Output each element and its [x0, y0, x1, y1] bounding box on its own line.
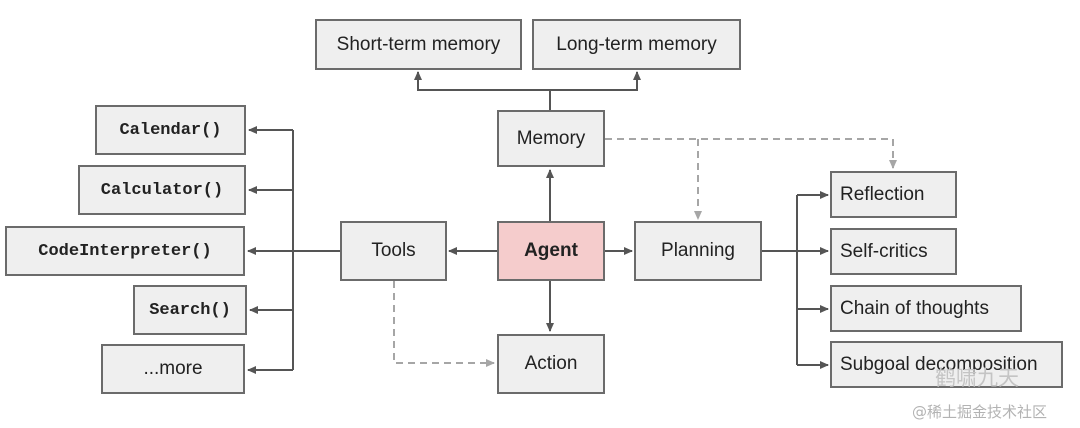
- node-long-term-memory: Long-term memory: [532, 19, 741, 70]
- edge-tools-action-dashed: [393, 281, 495, 367]
- node-more: ...more: [101, 344, 245, 394]
- node-agent: Agent: [497, 221, 605, 281]
- node-tools: Tools: [340, 221, 447, 281]
- watermark-site-text: @稀土掘金技术社区: [912, 403, 1048, 421]
- node-calendar: Calendar(): [95, 105, 246, 155]
- node-subgoal-decomposition: Subgoal decomposition: [830, 341, 1063, 388]
- edge-memory-short-term: [414, 71, 551, 110]
- edge-memory-reflection-dashed: [605, 138, 897, 169]
- node-action: Action: [497, 334, 605, 394]
- node-chain-of-thoughts: Chain of thoughts: [830, 285, 1022, 332]
- node-memory: Memory: [497, 110, 605, 167]
- edge-tools-trunk: [292, 130, 340, 370]
- node-short-term-memory: Short-term memory: [315, 19, 522, 70]
- node-code-interpreter: CodeInterpreter(): [5, 226, 245, 276]
- node-planning: Planning: [634, 221, 762, 281]
- watermark-logo-text: 鹤啸九天: [935, 366, 1019, 390]
- node-reflection: Reflection: [830, 171, 957, 218]
- edge-planning-trunk: [762, 195, 798, 365]
- node-self-critics: Self-critics: [830, 228, 957, 275]
- node-calculator: Calculator(): [78, 165, 246, 215]
- node-search: Search(): [133, 285, 247, 335]
- edge-memory-long-term: [550, 71, 641, 91]
